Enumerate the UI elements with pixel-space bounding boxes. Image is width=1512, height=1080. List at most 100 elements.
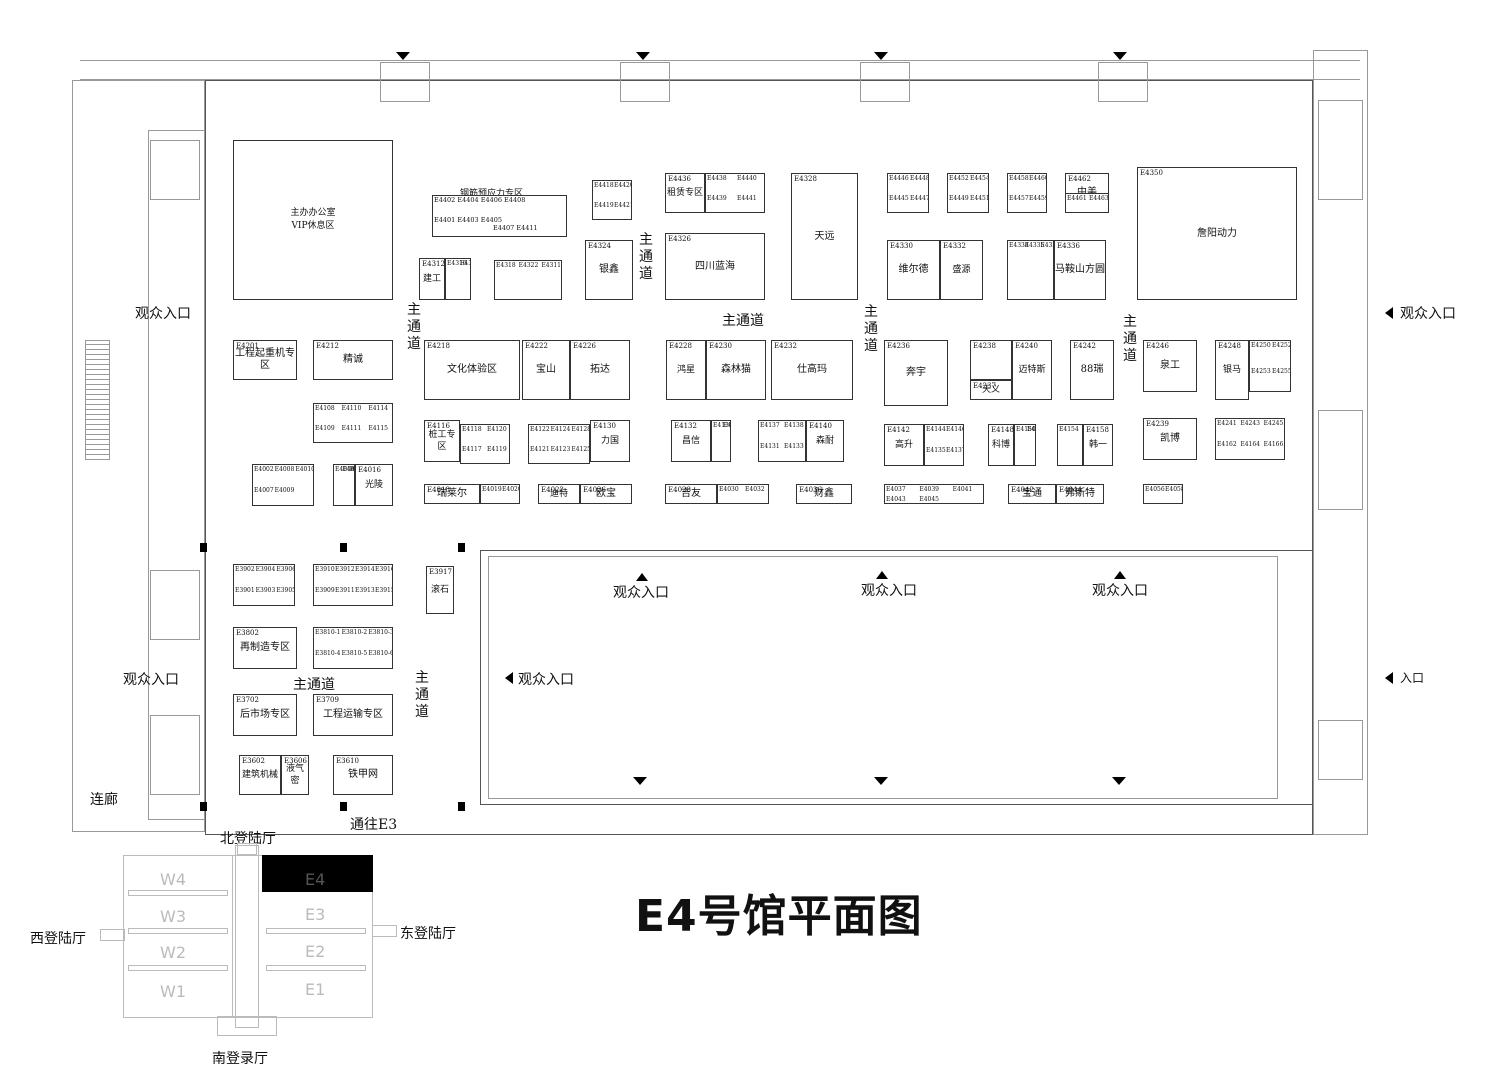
audience-entrance-south-3[interactable]: 观众入口 (1092, 583, 1148, 599)
booth-id-small: E3914 (355, 566, 375, 573)
east-annex-rooms-3 (1318, 720, 1363, 780)
audience-entrance-west-1[interactable]: 观众入口 (135, 306, 191, 322)
entrance-east[interactable]: 入口 (1400, 671, 1425, 685)
booth-cluster[interactable]: E4150E4139 (1014, 424, 1036, 466)
booth-cluster[interactable]: E4014E4013E4015 (333, 464, 355, 506)
prestress-block[interactable]: E4402 E4404 E4406 E4408 E4401 E4403 E440… (432, 195, 567, 237)
booth-id-small: E4164 (1240, 441, 1260, 448)
booth-id-small: E4335 (1024, 242, 1045, 249)
to-e3-label[interactable]: 通往E3 (350, 817, 398, 833)
keymap-bar-e2 (266, 965, 366, 971)
audience-entrance-west-2[interactable]: 观众入口 (123, 672, 179, 688)
main-aisle-v3: 主通道 (864, 304, 878, 354)
booth-id-small: E4020 (502, 486, 520, 493)
audience-entrance-south-1[interactable]: 观众入口 (613, 585, 669, 601)
booth-cluster[interactable]: E4144E4146E4135E4137-1 (924, 424, 964, 466)
booth-cluster[interactable]: E4334E4335E4333 (1007, 240, 1054, 300)
booth-id-small: E4125 (571, 446, 590, 453)
booth-id-small: E3909 (315, 587, 335, 594)
booth-e4238[interactable]: E4238 (970, 340, 1012, 380)
booth-id: E3606 (284, 757, 307, 765)
booth-name: 建工 (422, 274, 441, 284)
booth-cluster[interactable]: E4136E4129-1 (711, 420, 731, 462)
audience-entrance-inner[interactable]: 观众入口 (518, 672, 574, 688)
audience-entrance-east[interactable]: 观众入口 (1400, 306, 1456, 322)
booth-cluster[interactable]: E4154 (1057, 424, 1083, 466)
booth-id-small: E4121 (530, 446, 550, 453)
booth-cluster[interactable]: E4316E4309 (445, 258, 471, 300)
booth-id-small: E3903 (255, 587, 276, 594)
audience-entrance-south-2[interactable]: 观众入口 (861, 583, 917, 599)
booth-name: 森林猫 (721, 364, 751, 375)
